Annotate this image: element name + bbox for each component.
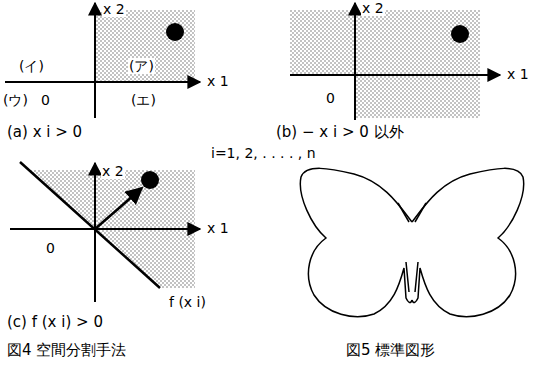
sample-dot bbox=[141, 171, 159, 189]
region-label: (ウ) bbox=[2, 92, 29, 108]
antenna bbox=[398, 203, 409, 222]
normal-vector bbox=[95, 188, 142, 229]
stipple-region bbox=[290, 10, 480, 118]
body-line bbox=[406, 262, 418, 292]
axis-label: x 2 bbox=[102, 1, 126, 17]
function-label: f (x i) bbox=[168, 294, 207, 310]
butterfly-outline bbox=[300, 168, 523, 316]
axis-label: x 2 bbox=[361, 0, 385, 16]
region-label: (ア) bbox=[128, 58, 155, 74]
x2-axis bbox=[94, 163, 96, 302]
origin-label: 0 bbox=[45, 240, 56, 256]
origin-label: 0 bbox=[325, 90, 336, 106]
panel-caption: (c) f (x i) > 0 bbox=[6, 314, 104, 331]
antenna bbox=[415, 203, 426, 222]
region-label: (エ) bbox=[130, 92, 157, 108]
boundary-line bbox=[20, 162, 160, 288]
axis-label: x 2 bbox=[101, 163, 125, 179]
wing-right bbox=[412, 168, 524, 316]
x2-axis bbox=[354, 3, 356, 120]
figure-caption: 図5 標準図形 bbox=[345, 342, 436, 359]
index-note: i=1, 2, . . . . , n bbox=[210, 145, 317, 161]
axis-label: x 1 bbox=[206, 73, 230, 89]
wing-left bbox=[300, 168, 412, 316]
axis-label: x 1 bbox=[506, 66, 530, 82]
region-label: (イ) bbox=[18, 58, 45, 74]
x1-axis bbox=[10, 228, 200, 230]
sample-dot bbox=[166, 23, 184, 41]
x1-axis bbox=[290, 74, 500, 76]
panel-caption: (a) x i > 0 bbox=[6, 124, 83, 141]
figure-caption: 図4 空間分割手法 bbox=[6, 342, 127, 359]
origin-label: 0 bbox=[40, 92, 51, 108]
axis-label: x 1 bbox=[206, 220, 230, 236]
x2-axis bbox=[94, 3, 96, 118]
x1-axis bbox=[5, 81, 200, 83]
sample-dot bbox=[451, 25, 469, 43]
stipple-region bbox=[95, 10, 195, 82]
panel-caption: (b) − x i > 0 以外 bbox=[275, 124, 405, 141]
